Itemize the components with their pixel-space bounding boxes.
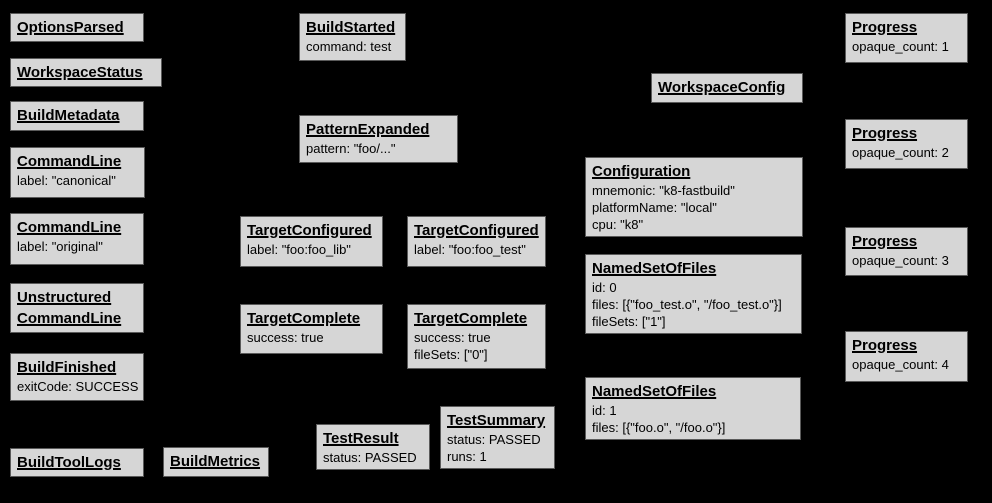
event-node-test-result: TestResult status: PASSED (316, 424, 430, 470)
event-node-title: BuildStarted (306, 19, 396, 36)
event-node-title: Unstructured CommandLine (17, 289, 122, 327)
event-node-unstructured-command-line: Unstructured CommandLine (10, 283, 144, 333)
event-node-target-configured-foo-test: TargetConfigured label: "foo:foo_test" (407, 216, 546, 267)
event-node-property: label: "canonical" (17, 173, 116, 188)
event-node-property: opaque_count: 1 (852, 39, 949, 54)
event-node-command-line-original: CommandLine label: "original" (10, 213, 144, 265)
event-node-property: cpu: "k8" (592, 217, 644, 232)
event-node-workspace-config: WorkspaceConfig (651, 73, 803, 103)
event-node-property: label: "original" (17, 239, 103, 254)
event-node-property: files: [{"foo_test.o", "/foo_test.o"}] (592, 297, 782, 312)
event-node-title: WorkspaceStatus (17, 64, 143, 81)
event-node-named-set-of-files-0: NamedSetOfFiles id: 0 files: [{"foo_test.o… (585, 254, 802, 334)
event-node-title: WorkspaceConfig (658, 79, 786, 96)
event-node-title: BuildMetadata (17, 107, 120, 124)
event-node-property: opaque_count: 2 (852, 145, 949, 160)
event-node-property: label: "foo:foo_test" (414, 242, 526, 257)
event-node-command-line-canonical: CommandLine label: "canonical" (10, 147, 145, 198)
event-node-property: id: 0 (592, 280, 617, 295)
event-node-title: BuildMetrics (170, 453, 261, 470)
event-node-title: OptionsParsed (17, 19, 124, 36)
event-node-property: label: "foo:foo_lib" (247, 242, 351, 257)
event-node-build-metadata: BuildMetadata (10, 101, 144, 131)
event-node-title: CommandLine (17, 153, 122, 170)
event-node-build-started: BuildStarted command: test (299, 13, 406, 61)
event-node-property: opaque_count: 4 (852, 357, 949, 372)
event-node-title: Progress (852, 125, 918, 142)
event-node-property: pattern: "foo/..." (306, 141, 396, 156)
event-node-build-metrics: BuildMetrics (163, 447, 269, 477)
event-node-property: id: 1 (592, 403, 617, 418)
event-node-property: fileSets: ["1"] (592, 314, 666, 329)
event-node-named-set-of-files-1: NamedSetOfFiles id: 1 files: [{"foo.o", "/… (585, 377, 801, 440)
event-node-configuration: Configuration mnemonic: "k8-fastbuild" pla… (585, 157, 803, 237)
event-node-progress-1: Progress opaque_count: 1 (845, 13, 968, 63)
event-node-title: TargetComplete (414, 310, 528, 327)
event-node-property: command: test (306, 39, 392, 54)
event-node-title: Progress (852, 337, 918, 354)
event-node-test-summary: TestSummary status: PASSED runs: 1 (440, 406, 555, 469)
event-node-progress-4: Progress opaque_count: 4 (845, 331, 968, 382)
event-node-target-complete-foo-test: TargetComplete success: true fileSets: ["0… (407, 304, 546, 369)
event-node-property: exitCode: SUCCESS (17, 379, 139, 394)
event-node-build-finished: BuildFinished exitCode: SUCCESS (10, 353, 144, 401)
event-node-progress-2: Progress opaque_count: 2 (845, 119, 968, 169)
event-node-property: mnemonic: "k8-fastbuild" (592, 183, 735, 198)
event-node-property: success: true (414, 330, 491, 345)
event-node-title: TestResult (323, 430, 399, 447)
event-node-target-configured-foo-lib: TargetConfigured label: "foo:foo_lib" (240, 216, 383, 267)
event-node-workspace-status: WorkspaceStatus (10, 58, 162, 87)
event-node-title: TestSummary (447, 412, 546, 429)
event-node-property: runs: 1 (447, 449, 487, 464)
event-node-title: CommandLine (17, 219, 122, 236)
event-node-title: TargetConfigured (414, 222, 539, 239)
event-node-property: status: PASSED (447, 432, 541, 447)
event-node-title: NamedSetOfFiles (592, 260, 717, 277)
event-node-property: status: PASSED (323, 450, 417, 465)
event-node-build-tool-logs: BuildToolLogs (10, 448, 144, 477)
event-node-title: BuildFinished (17, 359, 117, 376)
event-node-title: NamedSetOfFiles (592, 383, 717, 400)
event-node-property: files: [{"foo.o", "/foo.o"}] (592, 420, 726, 435)
event-node-title: TargetComplete (247, 310, 361, 327)
event-node-property: success: true (247, 330, 324, 345)
event-node-property: opaque_count: 3 (852, 253, 949, 268)
event-node-target-complete-foo-lib: TargetComplete success: true (240, 304, 383, 354)
event-node-progress-3: Progress opaque_count: 3 (845, 227, 968, 276)
event-node-property: fileSets: ["0"] (414, 347, 488, 362)
event-node-title: Configuration (592, 163, 691, 180)
event-node-title: Progress (852, 19, 918, 36)
event-node-title: BuildToolLogs (17, 454, 121, 471)
event-node-options-parsed: OptionsParsed (10, 13, 144, 42)
event-node-pattern-expanded: PatternExpanded pattern: "foo/..." (299, 115, 458, 163)
event-node-title: TargetConfigured (247, 222, 372, 239)
event-node-title: PatternExpanded (306, 121, 430, 138)
event-node-property: platformName: "local" (592, 200, 717, 215)
event-node-title: Progress (852, 233, 918, 250)
